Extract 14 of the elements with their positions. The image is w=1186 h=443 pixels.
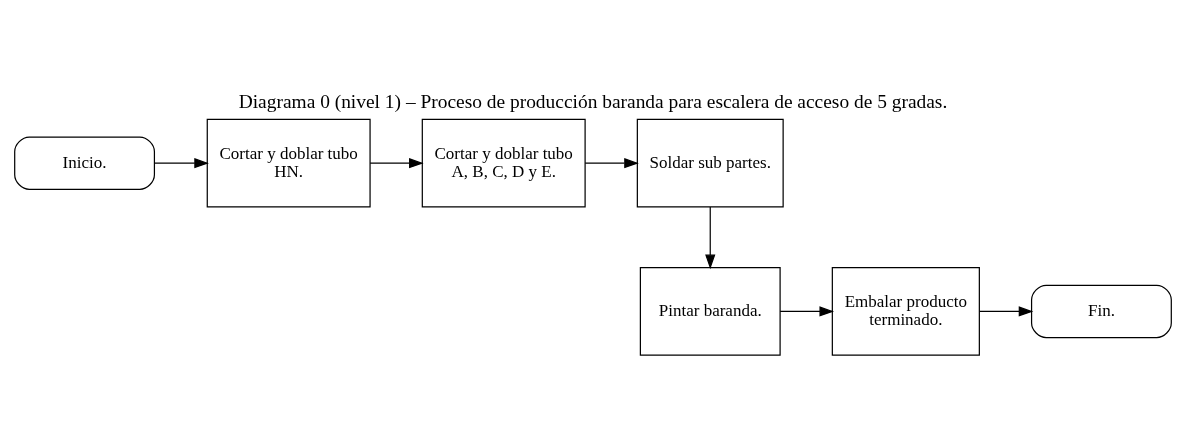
node-box: Pintar baranda. <box>639 267 781 356</box>
arrow <box>584 158 639 169</box>
node-box: Embalar producto terminado. <box>831 267 980 356</box>
arrow <box>369 158 424 169</box>
node-box: Fin. <box>1030 284 1172 339</box>
node-box: Soldar sub partes. <box>636 118 784 208</box>
arrow <box>779 306 835 317</box>
node-box: Cortar y doblar tubo A, B, C, D y E. <box>421 118 586 208</box>
diagram-title: Diagrama 0 (nivel 1) – Proceso de producción baranda para escalera de acceso de 5 gradas. <box>238 91 948 113</box>
arrow <box>154 158 209 169</box>
node-box: Cortar y doblar tubo HN. <box>206 118 371 208</box>
arrow <box>978 306 1034 317</box>
arrow <box>705 206 716 270</box>
node-box: Inicio. <box>14 136 156 190</box>
